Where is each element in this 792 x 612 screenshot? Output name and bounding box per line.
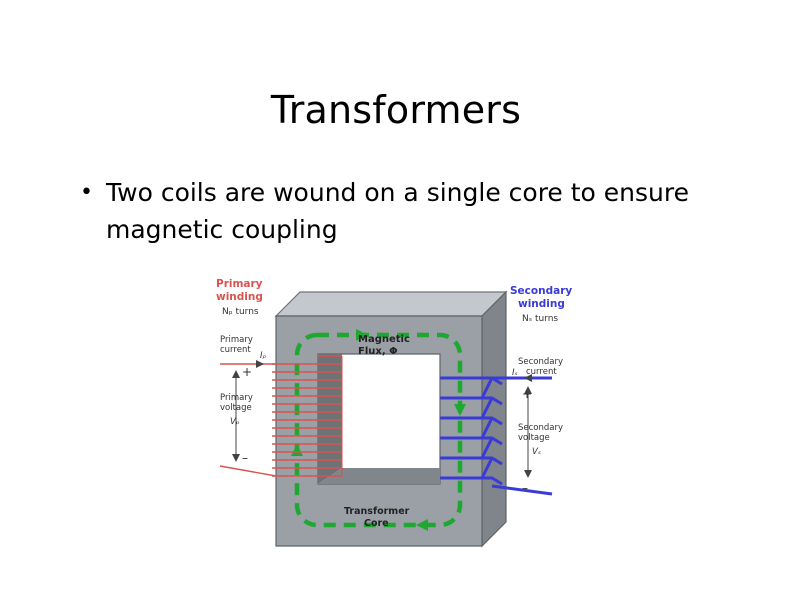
core-window-shadow-left	[318, 354, 342, 484]
secondary-lead-bottom	[491, 484, 553, 496]
flux-arrow-left	[291, 444, 303, 456]
secondary-coil	[440, 376, 503, 486]
core-label-2: Core	[364, 518, 389, 529]
flux-arrow-bottom	[416, 519, 428, 531]
primary-winding-label-1: Primary	[216, 278, 263, 290]
secondary-voltage-label-1: Secondary	[518, 423, 563, 433]
secondary-turns-label: Nₛ turns	[522, 314, 558, 324]
primary-lead-bottom	[219, 465, 277, 477]
flux-label-1: Magnetic	[358, 334, 410, 345]
flux-path	[294, 332, 463, 528]
primary-voltage-arrow-up	[232, 370, 240, 378]
flux-arrow-top	[356, 329, 368, 341]
flux-arrow-right	[454, 404, 466, 416]
primary-current-symbol: Iₚ	[260, 351, 267, 361]
primary-voltage-label-1: Primary	[220, 393, 253, 403]
primary-voltage-symbol: Vₚ	[230, 417, 240, 427]
primary-minus: –	[242, 451, 248, 465]
secondary-voltage-arrow-up	[524, 386, 532, 394]
flux-label-2: Flux, Φ	[358, 346, 398, 357]
primary-current-arrow	[256, 360, 264, 368]
secondary-current-arrow	[524, 374, 532, 382]
bullet-marker: •	[80, 180, 93, 205]
core-window-shadow-bottom	[318, 468, 440, 484]
primary-plus: +	[242, 365, 252, 379]
primary-voltage-label-2: voltage	[220, 403, 252, 413]
secondary-winding-label-2: winding	[518, 298, 565, 310]
secondary-plus: +	[522, 387, 532, 401]
bullet-item: • Two coils are wound on a single core t…	[74, 174, 754, 248]
core-label-1: Transformer	[344, 506, 410, 517]
slide-title: Transformers	[270, 88, 522, 132]
core-top-face	[274, 291, 508, 317]
primary-voltage-arrow-down	[232, 454, 240, 462]
secondary-winding-label-1: Secondary	[510, 285, 572, 297]
bullet-list: • Two coils are wound on a single core t…	[74, 174, 754, 248]
primary-turns-label: Nₚ turns	[222, 307, 259, 317]
primary-current-label-1: Primary	[220, 335, 253, 345]
secondary-voltage-symbol: Vₛ	[532, 447, 541, 457]
secondary-current-label-2: current	[526, 367, 557, 377]
secondary-voltage-label-2: voltage	[518, 433, 550, 443]
secondary-voltage-arrow-down	[524, 470, 532, 478]
secondary-minus: –	[522, 481, 528, 495]
secondary-current-symbol: Iₛ	[512, 368, 518, 378]
bullet-text: Two coils are wound on a single core to …	[106, 178, 690, 244]
primary-coil	[272, 355, 343, 477]
primary-current-label-2: current	[220, 345, 251, 355]
secondary-current-label-1: Secondary	[518, 357, 563, 367]
transformer-diagram: Primary winding Nₚ turns Primary current…	[216, 278, 572, 548]
primary-winding-label-2: winding	[216, 291, 263, 303]
